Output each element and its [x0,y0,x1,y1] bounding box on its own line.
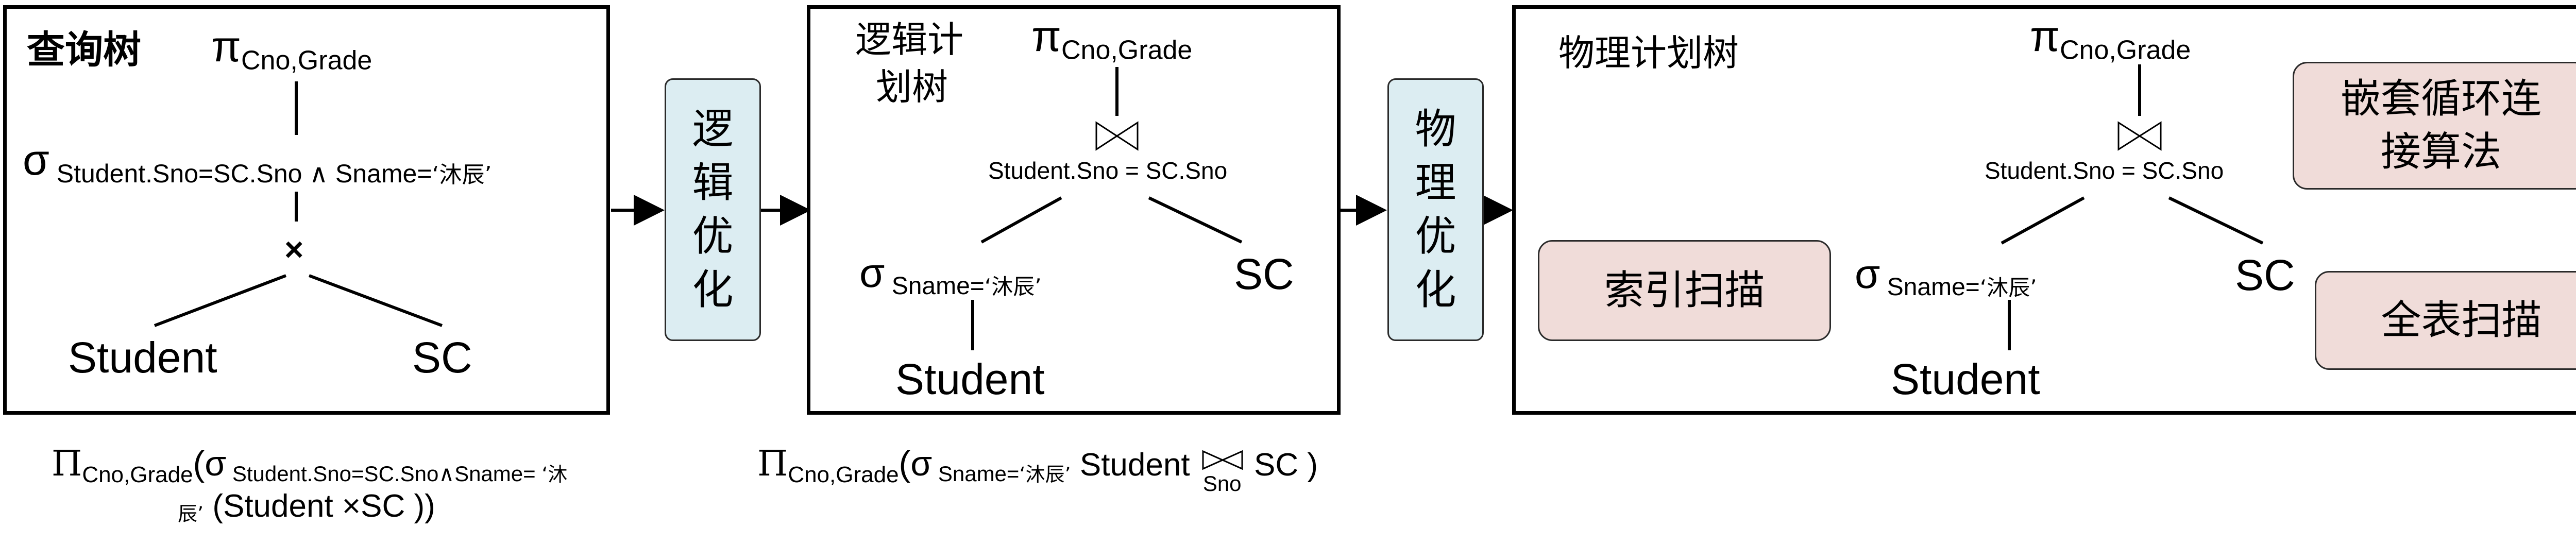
query-tree-title: 查询树 [27,28,141,72]
physical-opt-char: 理 [1415,159,1456,207]
join-icon [1202,450,1243,470]
formula-sigma-sub: Sname= [938,461,1020,486]
selection-value: ‘沐辰’ [432,162,492,188]
logical-plan-join-condition: Student.Sno = SC.Sno [988,157,1228,184]
formula-body: (Student ×SC )) [204,488,435,524]
formula-1-line1: ΠCno,Grade(σ Student.Sno=SC.Sno∧Sname= ‘… [52,446,567,486]
formula-pi: Π [757,444,788,484]
projection-attrs: Cno,Grade [1061,35,1193,65]
formula-value-part1: ‘沐 [541,463,568,486]
physical-opt-char: 优 [1415,212,1456,260]
product-symbol: × [284,231,304,268]
query-tree-panel [3,5,610,415]
formula-sigma-sub-2: Sname= [454,461,536,486]
formula-pi-sub: Cno,Grade [788,462,899,488]
formula-close: SC ) [1245,447,1318,483]
formula-value: ‘沐辰’ [1019,463,1071,486]
query-tree-projection: πCno,Grade [211,25,372,74]
formula-body: Student [1071,447,1199,483]
formula-pi: Π [52,444,82,484]
formula-and-symbol: ∧ [438,461,455,486]
logical-opt-char: 化 [692,266,734,314]
formula-open: (σ [899,444,933,483]
selection-condition-2: Sname= [335,159,432,188]
sigma-symbol: σ [859,250,885,296]
logical-opt-char: 逻 [692,105,734,153]
projection-attrs: Cno,Grade [2059,35,2191,65]
selection-condition: Sname= [1887,274,1980,301]
formula-sigma-sub-1: Student.Sno=SC.Sno [232,461,439,486]
logical-opt-char: 优 [692,212,734,260]
formula-2: ΠCno,Grade(σ Sname=‘沐辰’ Student Sno SC ) [757,444,1318,495]
physical-plan-projection: πCno,Grade [2030,14,2191,64]
formula-pi-sub: Cno,Grade [82,462,193,488]
logical-plan-title-line1: 逻辑计 [855,19,963,61]
logical-optimization-box: 逻 辑 优 化 [665,78,761,341]
selection-condition: Sname= [891,273,985,300]
nested-loop-join-line2: 接算法 [2380,129,2501,175]
and-symbol: ∧ [309,159,328,188]
physical-plan-selection: σ Sname=‘沐辰’ [1855,253,2037,300]
logical-plan-title-line2: 划树 [876,66,948,108]
logical-opt-char: 辑 [692,159,734,207]
index-scan-label: 索引扫描 [1604,267,1765,314]
pi-symbol: π [2030,12,2060,60]
physical-plan-title: 物理计划树 [1558,32,1739,74]
formula-1-line2: 辰’ (Student ×SC )) [178,490,435,524]
sigma-symbol: σ [23,135,49,184]
formula-join-attr: Sno [1202,471,1242,496]
pi-symbol: π [211,22,241,71]
physical-plan-leaf-sc: SC [2235,251,2295,299]
logical-plan-panel [807,5,1341,415]
index-scan-box: 索引扫描 [1538,240,1831,341]
logical-plan-leaf-student: Student [895,355,1045,403]
logical-plan-projection: πCno,Grade [1031,14,1192,64]
physical-opt-char: 化 [1415,266,1456,314]
selection-condition-1: Student.Sno=SC.Sno [56,159,302,188]
projection-attrs: Cno,Grade [241,45,372,76]
nested-loop-join-line1: 嵌套循环连 [2340,76,2541,123]
query-tree-selection: σ Student.Sno=SC.Sno ∧ Sname=‘沐辰’ [23,138,492,186]
full-scan-label: 全表扫描 [2381,297,2542,344]
logical-plan-leaf-sc: SC [1234,250,1294,298]
query-tree-leaf-sc: SC [412,333,472,382]
physical-plan-join-condition: Student.Sno = SC.Sno [1985,157,2224,184]
physical-optimization-box: 物 理 优 化 [1387,78,1484,341]
pi-symbol: π [1031,12,1061,60]
selection-value: ‘沐辰’ [984,274,1042,300]
selection-value: ‘沐辰’ [1979,275,2037,301]
nested-loop-join-box: 嵌套循环连 接算法 [2293,62,2576,190]
full-scan-box: 全表扫描 [2315,271,2576,370]
physical-opt-char: 物 [1415,105,1456,153]
query-tree-leaf-student: Student [68,333,217,382]
formula-value-part2: 辰’ [178,502,204,525]
sigma-symbol: σ [1855,251,1880,297]
physical-plan-leaf-student: Student [1891,355,2040,403]
formula-open: (σ [193,444,227,483]
logical-plan-selection: σ Sname=‘沐辰’ [859,252,1042,299]
